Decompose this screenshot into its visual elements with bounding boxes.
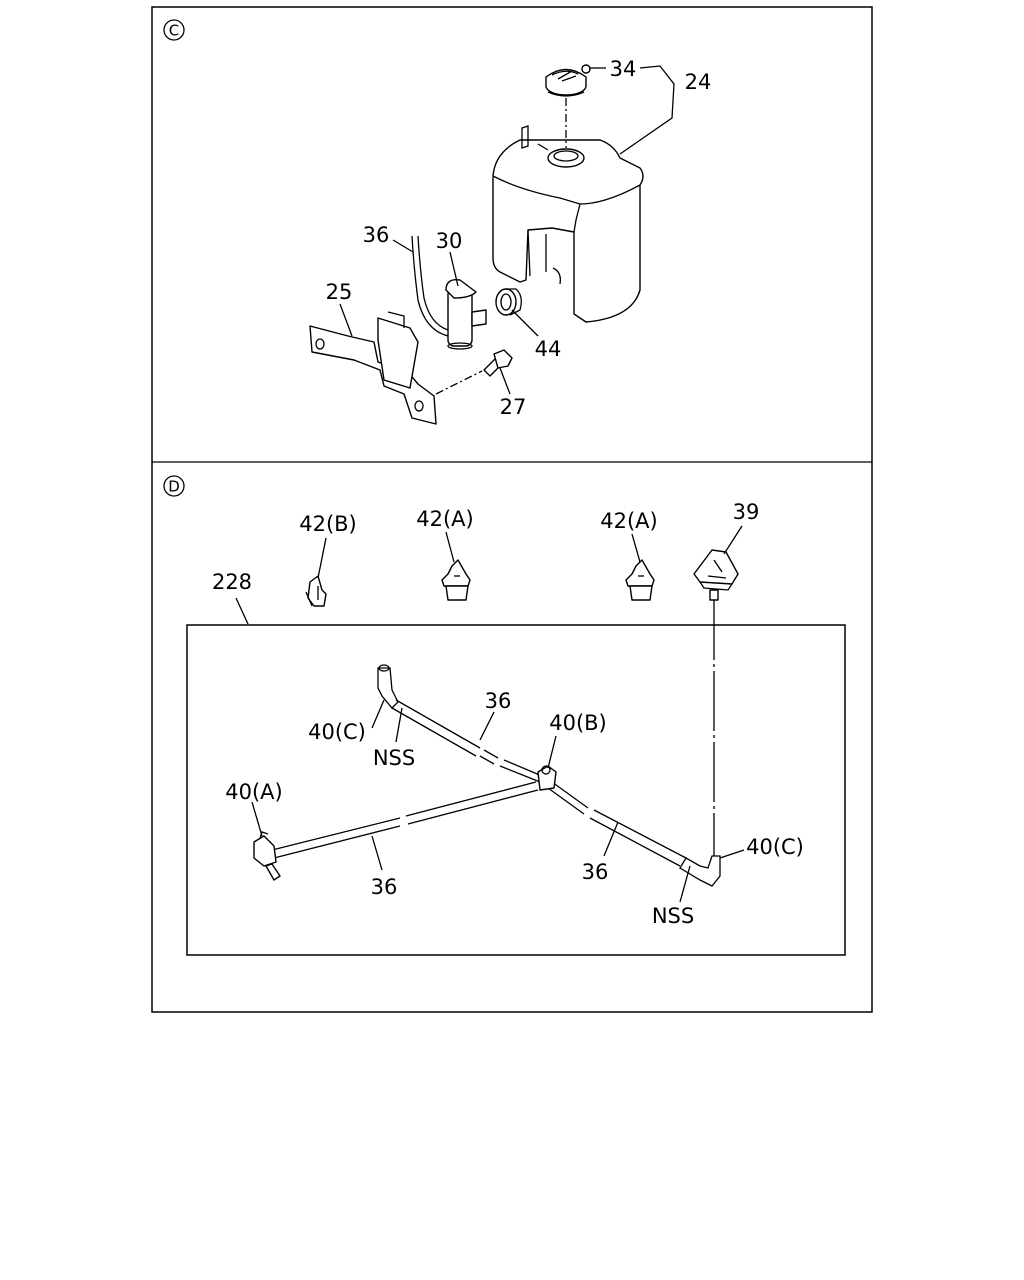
svg-text:C: C [169,22,179,40]
label-40c-right: 40(C) [746,835,804,859]
connector-40a [253,831,281,881]
label-40b: 40(B) [549,711,607,735]
label-34: 34 [610,57,637,81]
leader-40b [547,735,557,769]
leader-30 [449,251,459,287]
label-nss-left: NSS [373,746,415,770]
washer-pump [445,279,487,350]
leader-nss-left [395,707,403,743]
pump-hose [411,235,449,337]
svg-text:D: D [168,478,180,496]
leader-40c-right [719,849,745,859]
leader-nss-right [679,865,691,903]
leader-25 [339,303,353,337]
tank-cap [545,64,591,97]
label-27: 27 [500,395,527,419]
clip-42a-2 [625,559,655,601]
leader-36-mid [479,711,495,741]
leader-44 [511,309,539,337]
label-40c-left: 40(C) [308,720,366,744]
hose-assembly-box [186,624,846,956]
bolt [483,349,513,377]
hose-lower-left [271,781,539,859]
clip-42a-1 [441,559,471,601]
leader-42b [317,537,327,579]
washer-nozzle [693,549,739,601]
clip-42b [305,575,327,607]
bolt-leader [435,370,483,395]
label-39: 39 [733,500,760,524]
label-36-bottom-right: 36 [582,860,609,884]
label-36-top: 36 [363,223,390,247]
grommet [495,288,522,316]
connector-40b [537,765,557,791]
leader-36-bottom-right [603,821,619,857]
leader-39 [723,525,743,555]
section-c-marker: C [163,19,185,41]
label-25: 25 [326,280,353,304]
leader-36-top [392,239,414,253]
leader-36-bottom-left [371,835,383,871]
bracket [309,311,437,425]
label-42a-1: 42(A) [416,507,473,531]
leader-40a [251,801,263,837]
leader-42a-2 [631,533,641,563]
label-30: 30 [436,229,463,253]
washer-tank [492,125,644,323]
label-42a-2: 42(A) [600,509,657,533]
label-40a: 40(A) [225,780,282,804]
leader-228 [235,597,249,625]
label-36-bottom-left: 36 [371,875,398,899]
section-d-marker: D [163,475,185,497]
leader-42a-1 [445,531,455,563]
label-228: 228 [212,570,252,594]
hose-lower-right [547,781,721,887]
label-36-mid: 36 [485,689,512,713]
leader-40c-left [371,699,385,729]
hose-upper-left [377,664,543,783]
leader-24 [619,65,675,155]
label-42b: 42(B) [299,512,357,536]
outer-frame [151,6,873,1013]
label-44: 44 [535,337,562,361]
leader-27 [499,367,511,395]
label-24: 24 [685,70,712,94]
label-nss-right: NSS [652,904,694,928]
